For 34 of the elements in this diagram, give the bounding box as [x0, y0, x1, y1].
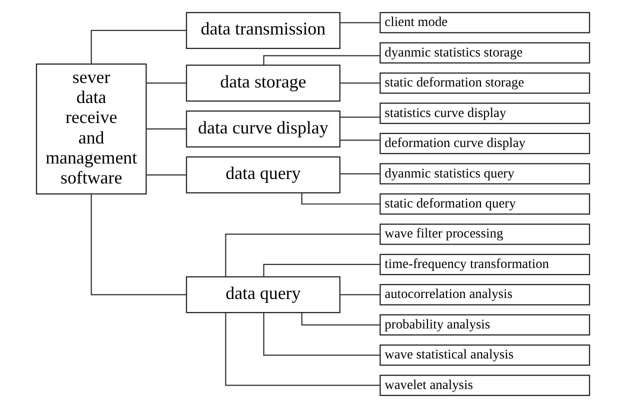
node-box: data curve display	[185, 110, 340, 148]
node-box: dyanmic statistics query	[379, 163, 590, 184]
node-box: wave statistical analysis	[379, 344, 590, 366]
node-box: statistics curve display	[379, 102, 590, 124]
connector	[146, 82, 186, 84]
connector	[340, 173, 380, 174]
connector	[90, 30, 186, 64]
connector	[340, 22, 380, 24]
node-box: data storage	[185, 64, 340, 102]
node-box: dyanmic statistics storage	[379, 42, 590, 64]
connector	[224, 234, 380, 277]
node-box: time-frequency transformation	[379, 254, 590, 276]
node-box: client mode	[379, 12, 590, 34]
connector	[262, 55, 380, 65]
connector	[146, 174, 186, 176]
connector	[146, 128, 186, 130]
node-box: wave filter processing	[379, 224, 590, 245]
node-box: sever data receive and management software	[35, 64, 146, 194]
node-box: data query	[185, 156, 340, 194]
node-box: data query	[185, 276, 340, 314]
connector	[90, 194, 186, 296]
node-box: wavelet analysis	[379, 374, 590, 396]
connector	[262, 312, 380, 356]
connector	[340, 82, 380, 84]
node-box: static deformation query	[379, 193, 590, 215]
connector	[224, 312, 380, 386]
node-box: data transmission	[185, 12, 340, 49]
node-box: probability analysis	[379, 314, 590, 336]
node-box: static deformation storage	[379, 72, 590, 94]
connector	[340, 294, 380, 296]
node-box: deformation curve display	[379, 132, 590, 154]
node-box: autocorrelation analysis	[379, 284, 590, 306]
connector	[340, 116, 380, 118]
connector	[340, 140, 380, 141]
